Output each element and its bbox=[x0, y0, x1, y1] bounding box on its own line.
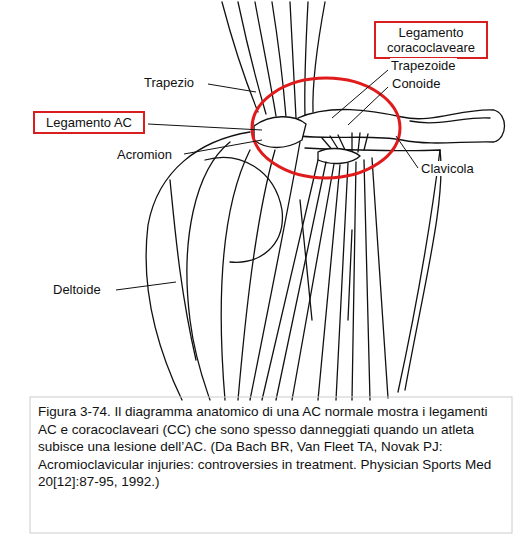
ligament-label: Legamento AC bbox=[40, 115, 138, 130]
part-label: Conoide bbox=[391, 76, 441, 91]
part-label: Trapezoide bbox=[390, 58, 457, 73]
part-label: Deltoide bbox=[52, 282, 102, 297]
part-label: Clavicola bbox=[420, 161, 475, 176]
ligament-label: Legamento coracoclaveare bbox=[381, 25, 481, 55]
callout-box: Legamento coracoclaveare bbox=[374, 21, 488, 59]
part-label: Acromion bbox=[116, 147, 173, 162]
callout-box: Legamento AC bbox=[33, 111, 145, 134]
figure-caption: Figura 3-74. Il diagramma anatomico di u… bbox=[38, 403, 504, 491]
part-label: Trapezio bbox=[143, 75, 195, 90]
